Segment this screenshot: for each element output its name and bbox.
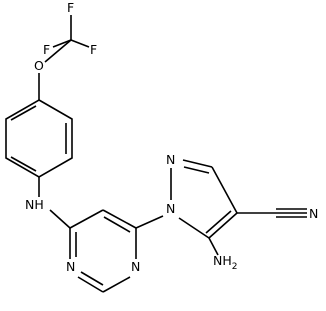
bond-c-o [44, 39, 72, 63]
atom-label-f-top: F [67, 0, 74, 15]
atom-label-amine-nh: NH [25, 197, 44, 212]
bond-nh-pyrimidine [49, 209, 71, 229]
benzene-double-bond-2 [10, 156, 37, 172]
benzene-ring [5, 99, 73, 178]
atom-label-f-right: F [90, 42, 97, 57]
amino-nh-text: NH [213, 253, 232, 268]
bond-c-f-right [70, 39, 90, 48]
pyrimidine-bond-c4-c5 [69, 209, 104, 229]
pyrazole-bond-c3-c4 [211, 166, 238, 214]
pyrimidine-bond-c5-c6 [102, 209, 137, 229]
atom-label-nitrile-n: N [309, 206, 318, 221]
bond-c-f-left [52, 39, 72, 48]
bond-c5-nh2 [208, 237, 219, 256]
atom-label-pyrimidine-n-bottom: N [131, 259, 140, 274]
pyrazole-bond-c4-c5 [208, 212, 238, 239]
benzene-double-bond-3 [10, 105, 37, 121]
atom-label-oxygen: O [34, 58, 44, 73]
pyrazole-double-c4-c5 [205, 210, 232, 234]
atom-label-amino: NH2 [213, 253, 237, 272]
amino-subscript: 2 [232, 262, 238, 272]
bond-pyrimidine-pyrazole [135, 215, 164, 229]
pyrimidine-bond-n1-c2 [102, 276, 131, 293]
atom-label-pyrazole-n-ring: N [166, 152, 175, 167]
pyrimidine-bond-c2-n3 [77, 276, 104, 293]
pyrazole-double-n2-c3 [183, 166, 210, 174]
atom-label-pyrimidine-n-lower: N [66, 259, 75, 274]
pyrazole-bond-c5-n1 [178, 217, 210, 239]
atom-label-f-left: F [43, 42, 50, 57]
pyrazole-bond-n2-c3 [182, 159, 213, 168]
pyrimidine-double-c5-c6 [103, 216, 131, 233]
pyrimidine-double-c2-n3 [80, 271, 104, 286]
atom-label-pyrazole-n-attached: N [166, 201, 175, 216]
